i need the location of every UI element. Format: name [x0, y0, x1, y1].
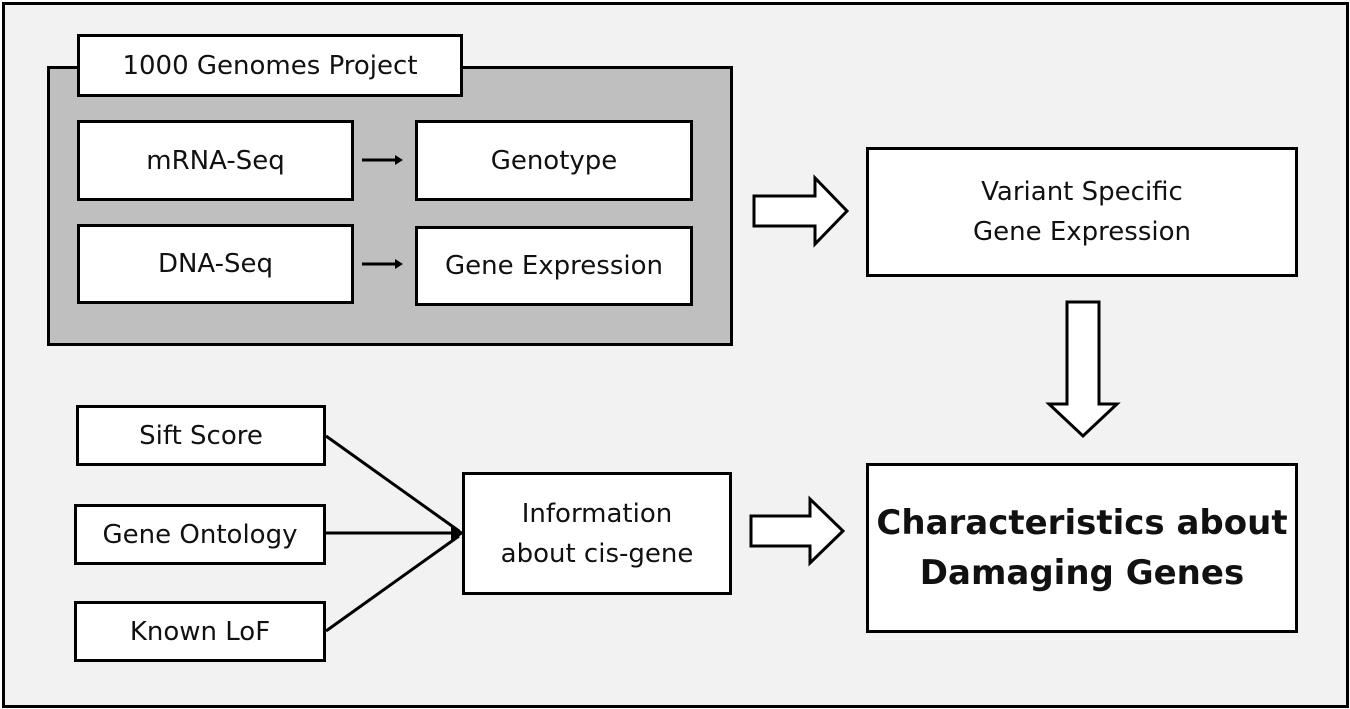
gene-ontology-label: Gene Ontology	[102, 519, 298, 550]
damaging-genes-box: Characteristics about Damaging Genes	[866, 463, 1298, 633]
genotype-label: Genotype	[490, 145, 618, 176]
gene-expression-box: Gene Expression	[415, 226, 693, 306]
known-lof-label: Known LoF	[129, 616, 271, 647]
cis-gene-info-box: Information about cis-gene	[462, 472, 732, 595]
sift-score-label: Sift Score	[139, 420, 263, 451]
damaging-genes-line1: Characteristics about	[876, 503, 1288, 543]
variant-expression-line2: Gene Expression	[972, 217, 1192, 247]
mrna-seq-box: mRNA-Seq	[77, 120, 354, 201]
dna-seq-box: DNA-Seq	[77, 224, 354, 304]
variant-expression-box: Variant Specific Gene Expression	[866, 147, 1298, 277]
known-lof-box: Known LoF	[74, 601, 326, 662]
gene-ontology-box: Gene Ontology	[74, 504, 326, 565]
genomes-project-title-text: 1000 Genomes Project	[122, 50, 418, 81]
dna-seq-label: DNA-Seq	[157, 249, 274, 279]
genomes-project-title: 1000 Genomes Project	[77, 34, 463, 97]
mrna-seq-label: mRNA-Seq	[146, 145, 285, 176]
gene-expression-label: Gene Expression	[444, 251, 664, 281]
sift-score-box: Sift Score	[76, 405, 326, 466]
genotype-box: Genotype	[415, 120, 693, 201]
variant-expression-line1: Variant Specific	[981, 177, 1183, 207]
cis-gene-info-line1: Information	[521, 498, 673, 529]
cis-gene-info-line2: about cis-gene	[500, 538, 694, 569]
damaging-genes-line2: Damaging Genes	[919, 553, 1245, 593]
